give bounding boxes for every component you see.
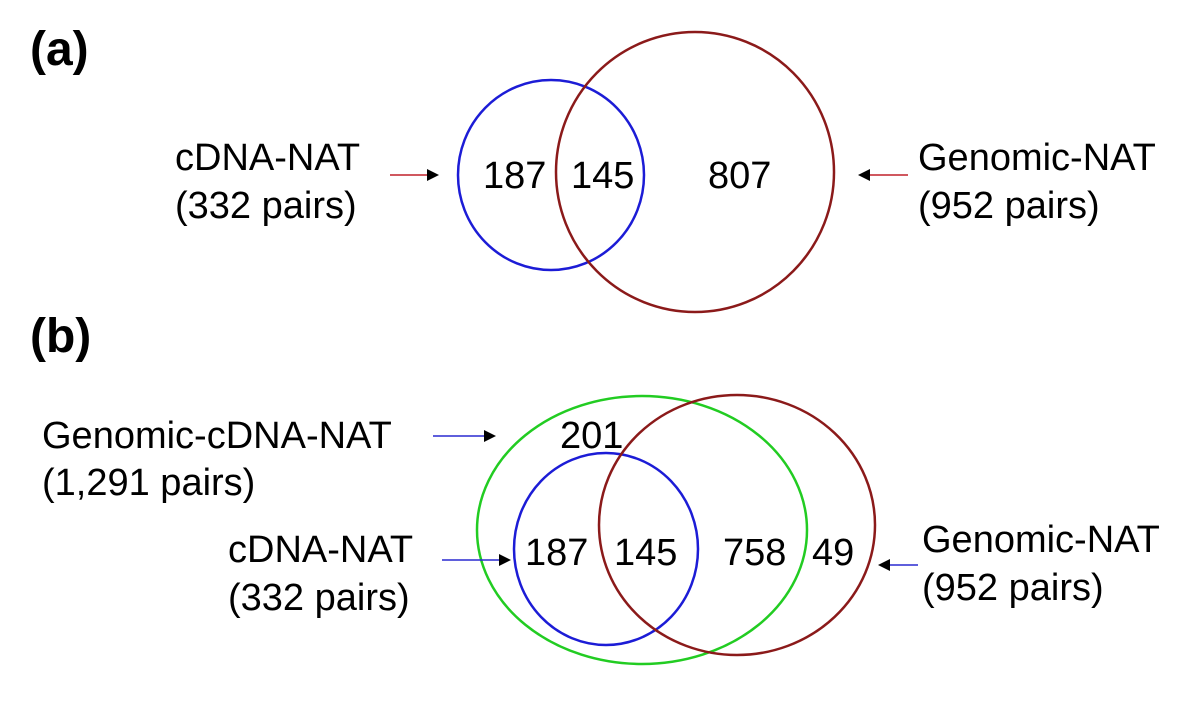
panel-b-label: (b) [30, 310, 91, 363]
panel-b-cdna-only-count: 187 [525, 532, 588, 574]
panel-a-genomic-circle [554, 30, 836, 314]
panel-b-genomic-cdna-count: (1,291 pairs) [42, 462, 255, 504]
panel-a-genomic-only-count: 807 [708, 155, 771, 197]
panel-b-overlap-count: 145 [614, 532, 677, 574]
panel-b-genomic-circle [597, 393, 877, 657]
panel-b-genomic-outside-count: 49 [812, 532, 854, 574]
panel-b-genomic-cdna-name: Genomic-cDNA-NAT [42, 415, 392, 457]
panel-a-overlap-count: 145 [571, 155, 634, 197]
panel-b-genomic-inside-count: 758 [723, 532, 786, 574]
panel-b-outer-only-count: 201 [560, 415, 623, 457]
panel-b-genomic-name: Genomic-NAT [922, 519, 1160, 561]
panel-a-genomic-name: Genomic-NAT [918, 137, 1156, 179]
panel-a: (a) cDNA-NAT (332 pairs) 187 145 807 Gen… [30, 23, 1156, 314]
panel-b-cdna-name: cDNA-NAT [228, 529, 413, 571]
panel-a-genomic-count: (952 pairs) [918, 185, 1100, 227]
panel-a-cdna-name: cDNA-NAT [175, 137, 360, 179]
panel-b-genomic-cdna-circle [475, 394, 809, 666]
panel-a-cdna-circle [456, 78, 646, 272]
panel-a-cdna-count: (332 pairs) [175, 185, 357, 227]
panel-a-cdna-only-count: 187 [483, 155, 546, 197]
panel-b-genomic-count: (952 pairs) [922, 567, 1104, 609]
panel-b: (b) Genomic-cDNA-NAT (1,291 pairs) cDNA-… [30, 310, 1160, 666]
panel-b-cdna-circle [512, 451, 700, 647]
panel-a-label: (a) [30, 23, 89, 76]
panel-b-cdna-count: (332 pairs) [228, 577, 410, 619]
